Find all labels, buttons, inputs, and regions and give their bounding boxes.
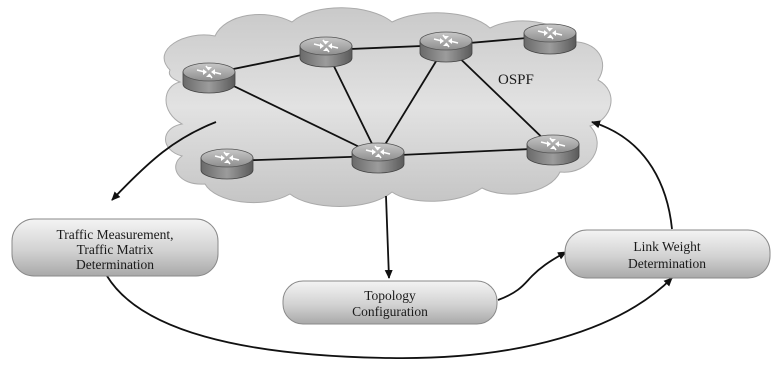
router-7	[526, 134, 580, 166]
linkweight-line-2: Determination	[628, 256, 706, 271]
box-topology-configuration: Topology Configuration	[282, 280, 498, 325]
traffic-line-3: Determination	[76, 257, 154, 272]
arrow-traffic-to-linkweight	[106, 275, 673, 359]
router-4	[523, 23, 577, 55]
ospf-cloud	[163, 7, 612, 207]
router-1	[182, 62, 236, 94]
arrow-cloud-to-traffic	[111, 121, 217, 201]
arrow-cloud-to-topology	[384, 195, 393, 279]
topology-line-2: Configuration	[352, 304, 428, 319]
linkweight-line-1: Link Weight	[633, 239, 701, 254]
traffic-line-2: Traffic Matrix	[77, 242, 154, 257]
router-5	[200, 148, 254, 180]
traffic-line-1: Traffic Measurement,	[57, 227, 174, 242]
ospf-label: OSPF	[498, 72, 534, 88]
router-2	[299, 36, 353, 68]
box-traffic-measurement: Traffic Measurement, Traffic Matrix Dete…	[11, 218, 219, 277]
arrow-linkweight-to-cloud	[591, 120, 673, 230]
router-6	[351, 142, 405, 174]
topology-line-1: Topology	[364, 288, 416, 303]
router-3	[419, 31, 473, 63]
arrow-topology-to-linkweight	[497, 251, 567, 301]
box-link-weight-determination: Link Weight Determination	[564, 229, 771, 279]
